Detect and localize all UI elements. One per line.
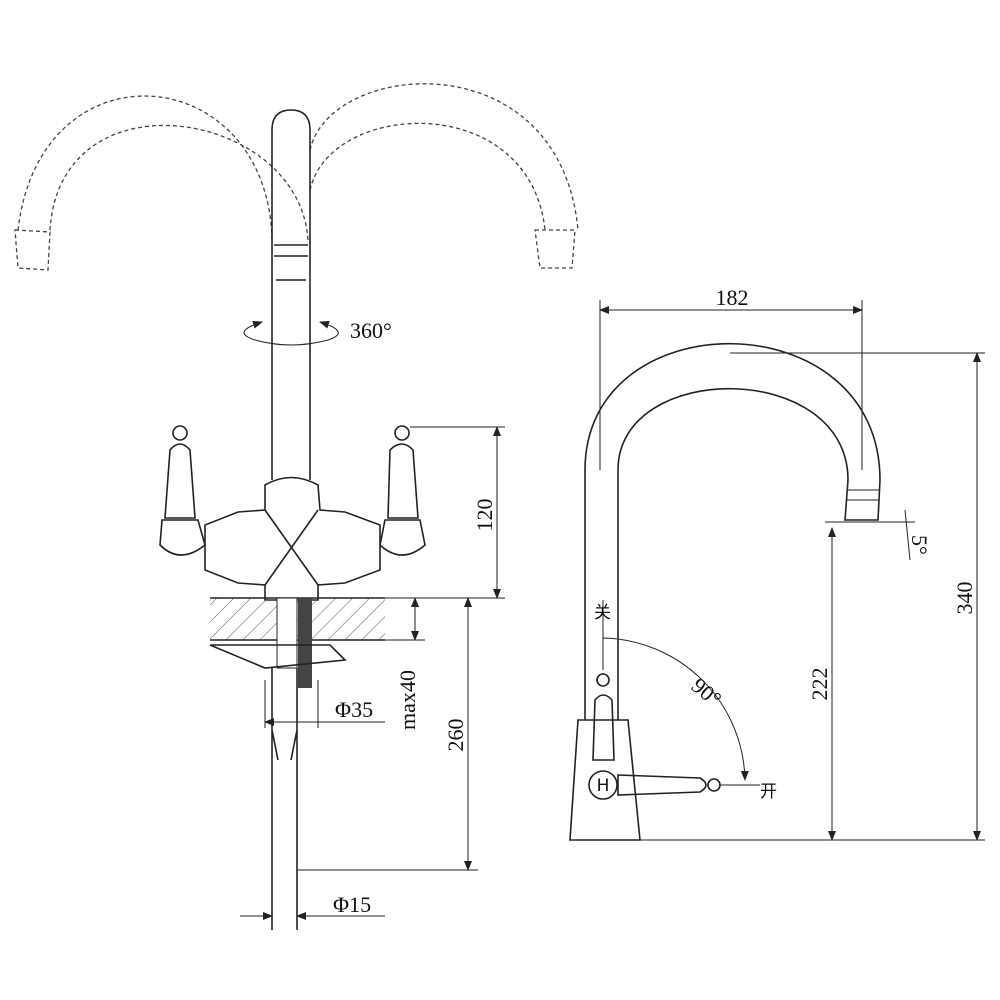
side-view: H 90° 关 开 182 340 222 <box>569 285 985 841</box>
svg-text:340: 340 <box>952 582 977 615</box>
dim-182: 182 <box>599 285 863 470</box>
dim-340: 340 <box>640 352 985 841</box>
gooseneck-spout <box>584 342 881 720</box>
rotation-arrow-icon <box>243 320 339 346</box>
open-label: 开 <box>760 782 777 802</box>
dim-phi35: Φ35 <box>264 680 385 728</box>
hot-indicator <box>588 770 618 800</box>
svg-text:max40: max40 <box>395 670 420 730</box>
dim-222: 222 <box>807 521 880 841</box>
svg-text:120: 120 <box>472 499 497 532</box>
handle-left <box>159 425 206 556</box>
svg-text:182: 182 <box>716 285 749 310</box>
dim-phi15: Φ15 <box>240 892 385 920</box>
side-handle-closed <box>592 694 615 761</box>
handle-rotation-label: 90° <box>687 673 727 712</box>
supply-pipe <box>271 668 298 930</box>
closed-label: 关 <box>594 603 611 623</box>
dim-max40: max40 <box>385 597 425 730</box>
svg-text:222: 222 <box>807 668 832 701</box>
dim-260: 260 <box>297 597 478 871</box>
handle-right <box>379 425 426 556</box>
swivel-arc-right <box>309 83 579 231</box>
svg-text:H: H <box>597 776 610 796</box>
mixer-body <box>204 476 381 601</box>
svg-text:Φ35: Φ35 <box>335 697 373 722</box>
svg-text:260: 260 <box>443 719 468 752</box>
dim-5deg: 5° <box>880 509 932 561</box>
spout <box>271 109 311 480</box>
rotation-label: 360° <box>350 318 392 343</box>
svg-text:Φ15: Φ15 <box>333 892 371 917</box>
front-view: 360° 120 <box>14 83 579 930</box>
svg-text:5°: 5° <box>907 535 932 555</box>
swivel-arc-left <box>17 95 309 241</box>
side-handle-open <box>617 774 707 796</box>
dim-120: 120 <box>410 426 505 599</box>
